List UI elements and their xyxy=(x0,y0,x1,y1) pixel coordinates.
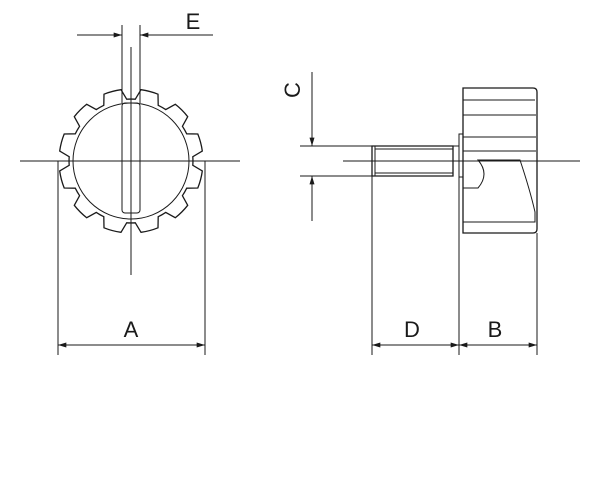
dimension-e-label: E xyxy=(186,9,201,34)
dimension-d-label: D xyxy=(404,317,420,342)
hatched-section xyxy=(462,159,536,223)
dimension-a-label: A xyxy=(124,317,139,342)
dimension-c-label: C xyxy=(280,82,305,98)
threaded-stud xyxy=(371,145,454,177)
knob-body xyxy=(462,87,538,234)
dimension-b-label: B xyxy=(488,317,503,342)
front-view: E A xyxy=(20,9,240,355)
side-view: C D B xyxy=(280,72,580,355)
knurled-knob-outline xyxy=(58,88,204,234)
flange xyxy=(458,133,464,178)
